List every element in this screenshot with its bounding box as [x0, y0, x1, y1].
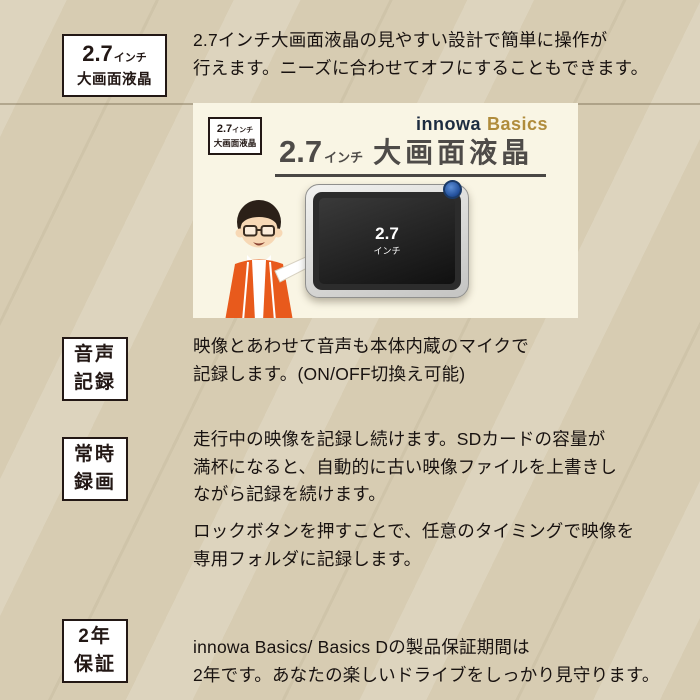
feature-badge-screen: 2.7 インチ 大画面液晶	[62, 34, 167, 97]
dashcam-button	[443, 180, 462, 199]
feature-warranty-description: innowa Basics/ Basics Dの製品保証期間は 2年です。あなた…	[193, 637, 660, 685]
headline-underline	[275, 174, 546, 177]
feature-loop-description-2: ロックボタンを押すことで、任意のタイミングで映像を 専用フォルダに記録します。	[193, 521, 635, 569]
hero-mini-badge-unit: インチ	[232, 126, 254, 134]
badge-screen-label: 大画面液晶	[77, 71, 152, 88]
hero-headline: 2.7 インチ 大画面液晶	[279, 136, 533, 167]
badge-screen-size: 2.7 インチ	[82, 40, 147, 66]
brand-series: Basics	[486, 114, 548, 134]
dashcam-screen-unit: インチ	[373, 245, 401, 256]
headline-value: 2.7	[279, 134, 323, 169]
presenter-illustration	[225, 200, 331, 318]
badge-screen-value: 2.7	[82, 40, 113, 66]
feature-screen-description: 2.7インチ大画面液晶の見やすい設計で簡単に操作が 行えます。ニーズに合わせてオ…	[193, 30, 649, 78]
hero-mini-badge-value: 2.7	[216, 122, 233, 135]
headline-unit: インチ	[324, 150, 364, 165]
feature-loop-description: 走行中の映像を記録し続けます。SDカードの容量が 満杯になると、自動的に古い映像…	[193, 429, 618, 504]
dashcam-screen: 2.7 インチ	[319, 198, 455, 284]
feature-badge-audio: 音声 記録	[62, 337, 128, 401]
badge-screen-unit: インチ	[113, 51, 147, 64]
feature-badge-warranty: 2年 保証	[62, 619, 128, 683]
hero-mini-badge-size: 2.7 インチ	[216, 122, 254, 135]
brand-name: innowa	[415, 114, 481, 134]
hero-mini-badge: 2.7 インチ 大画面液晶	[208, 117, 262, 155]
dashcam-screen-value: 2.7	[375, 224, 399, 244]
headline-title: 大画面液晶	[373, 137, 534, 168]
hero-mini-badge-label: 大画面液晶	[213, 137, 257, 148]
dashcam-device: 2.7 インチ	[305, 180, 469, 298]
feature-audio-description: 映像とあわせて音声も本体内蔵のマイクで 記録します。(ON/OFF切換え可能)	[193, 336, 529, 384]
feature-badge-loop: 常時 録画	[62, 437, 128, 501]
